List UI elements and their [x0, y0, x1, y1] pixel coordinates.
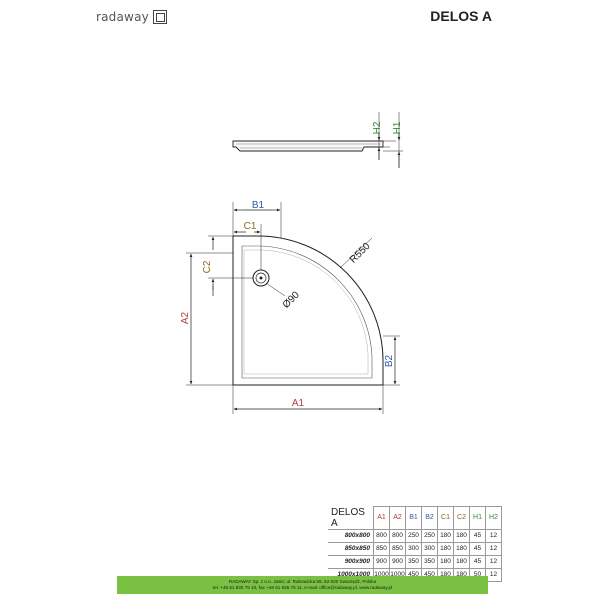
table-cell: 45 [469, 541, 486, 556]
radius-label: R550 [348, 241, 373, 266]
footer-address: RADAWAY Sp. z o.o. Jasin; ul. Rabowicka … [228, 579, 377, 584]
table-cell: 180 [437, 541, 454, 556]
dimension-label-a2: A2 [180, 311, 191, 324]
col-header-c1: C1 [437, 506, 454, 530]
dimension-label-h1: H1 [392, 121, 403, 134]
dimensions-table: DELOS A A1 A2 B1 B2 C1 C2 H1 H2 800x800 … [328, 506, 502, 582]
row-size: 850x850 [328, 541, 374, 556]
brand-logo: radaway [96, 10, 167, 24]
table-cell: 800 [373, 528, 390, 543]
square-logo-icon [152, 10, 167, 24]
table-cell: 250 [405, 528, 422, 543]
table-cell: 250 [421, 528, 438, 543]
page-title: DELOS A [430, 8, 492, 24]
table-cell: 850 [373, 541, 390, 556]
table-cell: 180 [453, 554, 470, 569]
table-cell: 12 [485, 541, 502, 556]
table-cell: 12 [485, 567, 502, 582]
col-header-a1: A1 [373, 506, 390, 530]
row-size: 900x900 [328, 554, 374, 569]
table-cell: 300 [421, 541, 438, 556]
table-cell: 350 [421, 554, 438, 569]
table-cell: 45 [469, 554, 486, 569]
table-cell: 350 [405, 554, 422, 569]
col-header-h1: H1 [469, 506, 486, 530]
dimension-label-c1: C1 [244, 221, 257, 232]
table-cell: 180 [437, 554, 454, 569]
side-profile: H2 H1 [232, 112, 403, 168]
dimension-label-b2: B2 [384, 354, 395, 367]
table-row: 800x800 800 800 250 250 180 180 45 12 [328, 528, 502, 543]
table-cell: 300 [405, 541, 422, 556]
col-header-b1: B1 [405, 506, 422, 530]
plan-view: Ø90 R550 B1 C1 C2 A2 [180, 200, 400, 414]
table-cell: 180 [437, 528, 454, 543]
table-cell: 180 [453, 541, 470, 556]
col-header-h2: H2 [485, 506, 502, 530]
table-header-row: DELOS A A1 A2 B1 B2 C1 C2 H1 H2 [328, 506, 502, 530]
table-cell: 900 [389, 554, 406, 569]
table-cell: 12 [485, 554, 502, 569]
table-row: 850x850 850 850 300 300 180 180 45 12 [328, 541, 502, 556]
table-row: 900x900 900 900 350 350 180 180 45 12 [328, 554, 502, 569]
table-cell: 900 [373, 554, 390, 569]
dimension-label-b1: B1 [252, 200, 265, 211]
dimension-label-c2: C2 [202, 260, 213, 273]
table-cell: 850 [389, 541, 406, 556]
table-cell: 800 [389, 528, 406, 543]
table-cell: 180 [453, 528, 470, 543]
footer-contact: tel. +48 61 835 75 10, fax +48 61 835 75… [212, 585, 393, 590]
col-header-c2: C2 [453, 506, 470, 530]
table-model-name: DELOS A [331, 506, 365, 529]
dimension-label-h2: H2 [372, 121, 383, 134]
col-header-b2: B2 [421, 506, 438, 530]
company-footer: RADAWAY Sp. z o.o. Jasin; ul. Rabowicka … [117, 576, 488, 594]
col-header-a2: A2 [389, 506, 406, 530]
table-cell: 45 [469, 528, 486, 543]
table-cell: 12 [485, 528, 502, 543]
brand-name: radaway [96, 10, 149, 24]
row-size: 800x800 [328, 528, 374, 543]
dimension-label-a1: A1 [292, 398, 305, 409]
